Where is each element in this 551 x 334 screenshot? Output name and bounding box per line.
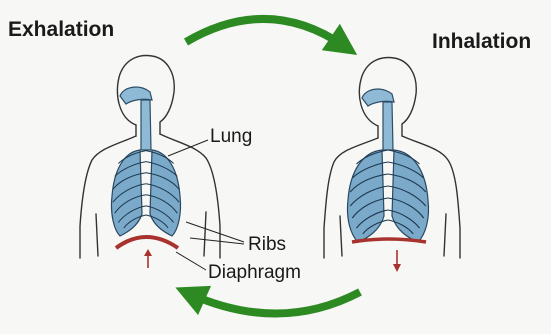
exhalation-diaphragm <box>116 237 178 248</box>
ribs-label: Ribs <box>248 234 286 256</box>
trachea <box>141 100 151 150</box>
bottom-cycle-arrow <box>190 292 360 314</box>
inhalation-title: Inhalation <box>432 30 531 54</box>
diaphragm-label: Diaphragm <box>208 262 301 284</box>
exhalation-figure <box>80 56 220 268</box>
diaphragm-leader-line <box>176 252 206 270</box>
inhalation-diaphragm <box>352 239 426 242</box>
left-lung <box>111 150 142 236</box>
inhale-trachea <box>383 102 393 150</box>
lung-label: Lung <box>210 126 252 148</box>
exhalation-title: Exhalation <box>8 18 114 42</box>
inhalation-figure <box>324 58 460 272</box>
right-lung <box>150 150 181 236</box>
top-cycle-arrow <box>186 19 344 46</box>
